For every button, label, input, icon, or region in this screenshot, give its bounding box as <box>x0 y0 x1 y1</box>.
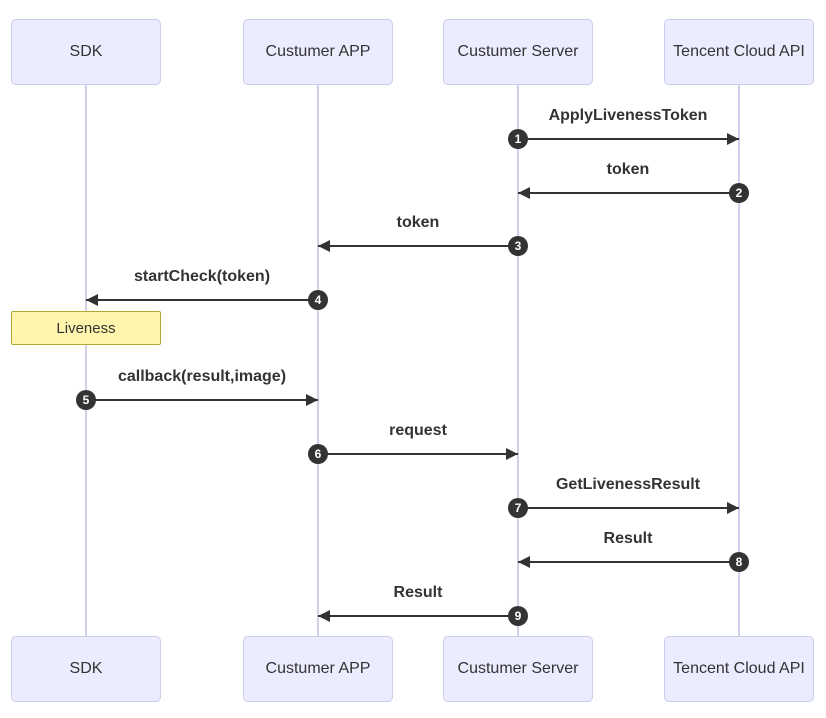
message-6-seq-badge: 6 <box>308 444 328 464</box>
message-3-arrowhead <box>318 240 330 252</box>
message-1-label: ApplyLivenessToken <box>548 107 708 124</box>
lifeline-sdk <box>85 85 87 636</box>
message-4-seq-badge: 4 <box>308 290 328 310</box>
participant-bottom-custumer-app: Custumer APP <box>243 636 393 702</box>
lifeline-tencent-cloud-api <box>738 85 740 636</box>
message-2-label: token <box>606 161 650 178</box>
message-9-seq-badge: 9 <box>508 606 528 626</box>
message-4-label: startCheck(token) <box>133 268 271 285</box>
message-8-label: Result <box>603 530 653 547</box>
message-6-label: request <box>389 422 447 439</box>
lifeline-custumer-app <box>317 85 319 636</box>
message-2-line <box>518 192 739 194</box>
message-7-label: GetLivenessResult <box>555 476 701 493</box>
message-6-line <box>318 453 518 455</box>
message-7-arrowhead <box>727 502 739 514</box>
message-7-seq-badge: 7 <box>508 498 528 518</box>
message-3-seq-badge: 3 <box>508 236 528 256</box>
message-7-line <box>518 507 739 509</box>
note-liveness: Liveness <box>11 311 161 345</box>
participant-bottom-custumer-server: Custumer Server <box>443 636 593 702</box>
message-3-line <box>318 245 518 247</box>
message-4-arrowhead <box>86 294 98 306</box>
message-8-seq-badge: 8 <box>729 552 749 572</box>
message-9-arrowhead <box>318 610 330 622</box>
participant-top-custumer-app: Custumer APP <box>243 19 393 85</box>
message-6-arrowhead <box>506 448 518 460</box>
message-8-arrowhead <box>518 556 530 568</box>
lifeline-custumer-server <box>517 85 519 636</box>
message-1-line <box>518 138 739 140</box>
message-5-arrowhead <box>306 394 318 406</box>
message-9-label: Result <box>393 584 443 601</box>
participant-bottom-tencent-cloud-api: Tencent Cloud API <box>664 636 814 702</box>
message-9-line <box>318 615 518 617</box>
message-2-seq-badge: 2 <box>729 183 749 203</box>
message-5-label: callback(result,image) <box>117 368 287 385</box>
message-4-line <box>86 299 318 301</box>
message-2-arrowhead <box>518 187 530 199</box>
participant-bottom-sdk: SDK <box>11 636 161 702</box>
message-1-seq-badge: 1 <box>508 129 528 149</box>
participant-top-tencent-cloud-api: Tencent Cloud API <box>664 19 814 85</box>
message-3-label: token <box>396 214 440 231</box>
message-8-line <box>518 561 739 563</box>
message-5-seq-badge: 5 <box>76 390 96 410</box>
participant-top-sdk: SDK <box>11 19 161 85</box>
message-1-arrowhead <box>727 133 739 145</box>
message-5-line <box>86 399 318 401</box>
participant-top-custumer-server: Custumer Server <box>443 19 593 85</box>
